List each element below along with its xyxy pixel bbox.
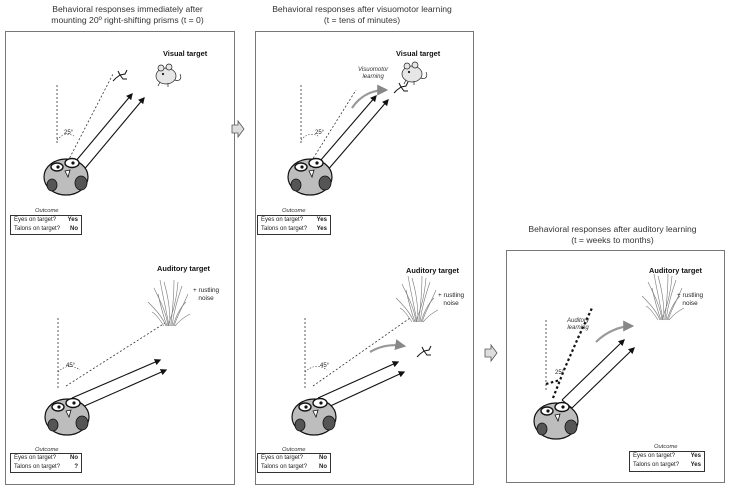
- visual-target-label: Visual target: [163, 49, 208, 58]
- visuomotor-learning-label: Visuomotor learning: [358, 67, 389, 80]
- mouse-icon: [401, 61, 428, 86]
- grass-tuft-icon: [147, 279, 191, 327]
- scene-p2-auditory: [291, 275, 439, 436]
- outcome-title: Outcome: [35, 208, 59, 214]
- mouse-icon: [155, 63, 182, 88]
- outcome-box: Eyes on target?Yes Talons on target?No: [10, 215, 82, 235]
- angle-label: 45°: [66, 363, 76, 369]
- talon-icon: [393, 81, 409, 94]
- eyes-result: Yes: [690, 453, 701, 459]
- talon-icon: [416, 345, 432, 358]
- angle-label: 25°: [555, 370, 565, 376]
- outcome-title: Outcome: [282, 208, 306, 214]
- eyes-result: No: [319, 455, 327, 461]
- talons-result: Yes: [690, 461, 701, 468]
- rustling-noise-label: + rustling noise: [193, 287, 220, 302]
- talons-result: No: [70, 225, 78, 232]
- talon-icon: [112, 69, 128, 82]
- outcome-title: Outcome: [282, 447, 306, 453]
- eyes-result: Yes: [67, 217, 78, 223]
- auditory-target-label: Auditory target: [157, 264, 210, 273]
- talons-result: ?: [74, 463, 78, 470]
- angle-label: 25°: [315, 130, 325, 136]
- angle-label: 45°: [320, 363, 330, 369]
- rustling-noise-label: + rustling noise: [438, 292, 465, 307]
- outcome-box: Eyes on target?No Talons on target?No: [257, 453, 331, 473]
- eyes-result: Yes: [316, 217, 327, 223]
- visual-target-label: Visual target: [396, 49, 441, 58]
- rustling-noise-label: + rustling noise: [677, 292, 704, 307]
- caption-col1: Behavioral responses immediately after m…: [51, 4, 204, 25]
- outcome-box: Eyes on target?Yes Talons on target?Yes: [629, 451, 705, 472]
- panel-visuomotor: [255, 31, 474, 485]
- scene-p3-auditory: [533, 273, 685, 440]
- angle-label: 25°: [64, 130, 74, 136]
- arrow-right-icon: [484, 343, 498, 363]
- auditory-target-label: Auditory target: [649, 266, 702, 275]
- talons-result: Yes: [316, 225, 327, 232]
- outcome-title: Outcome: [654, 444, 678, 450]
- scene-p1-visual: [43, 63, 182, 196]
- outcome-box: Eyes on target?Yes Talons on target?Yes: [257, 215, 331, 235]
- arrow-right-icon: [231, 119, 245, 139]
- eyes-result: No: [70, 455, 78, 461]
- scene-p2-visual: [287, 61, 428, 196]
- panel-time-zero: [5, 31, 235, 485]
- scene-p1-auditory: [44, 279, 191, 436]
- grass-tuft-icon: [395, 275, 439, 323]
- caption-col3: Behavioral responses after auditory lear…: [528, 224, 697, 245]
- outcome-box: Eyes on target?No Talons on target??: [10, 453, 82, 473]
- caption-col2: Behavioral responses after visuomotor le…: [272, 4, 452, 25]
- outcome-title: Outcome: [35, 447, 59, 453]
- auditory-target-label: Auditory target: [406, 266, 459, 275]
- auditory-learning-label: Auditory learning: [567, 318, 590, 331]
- talons-result: No: [319, 463, 327, 470]
